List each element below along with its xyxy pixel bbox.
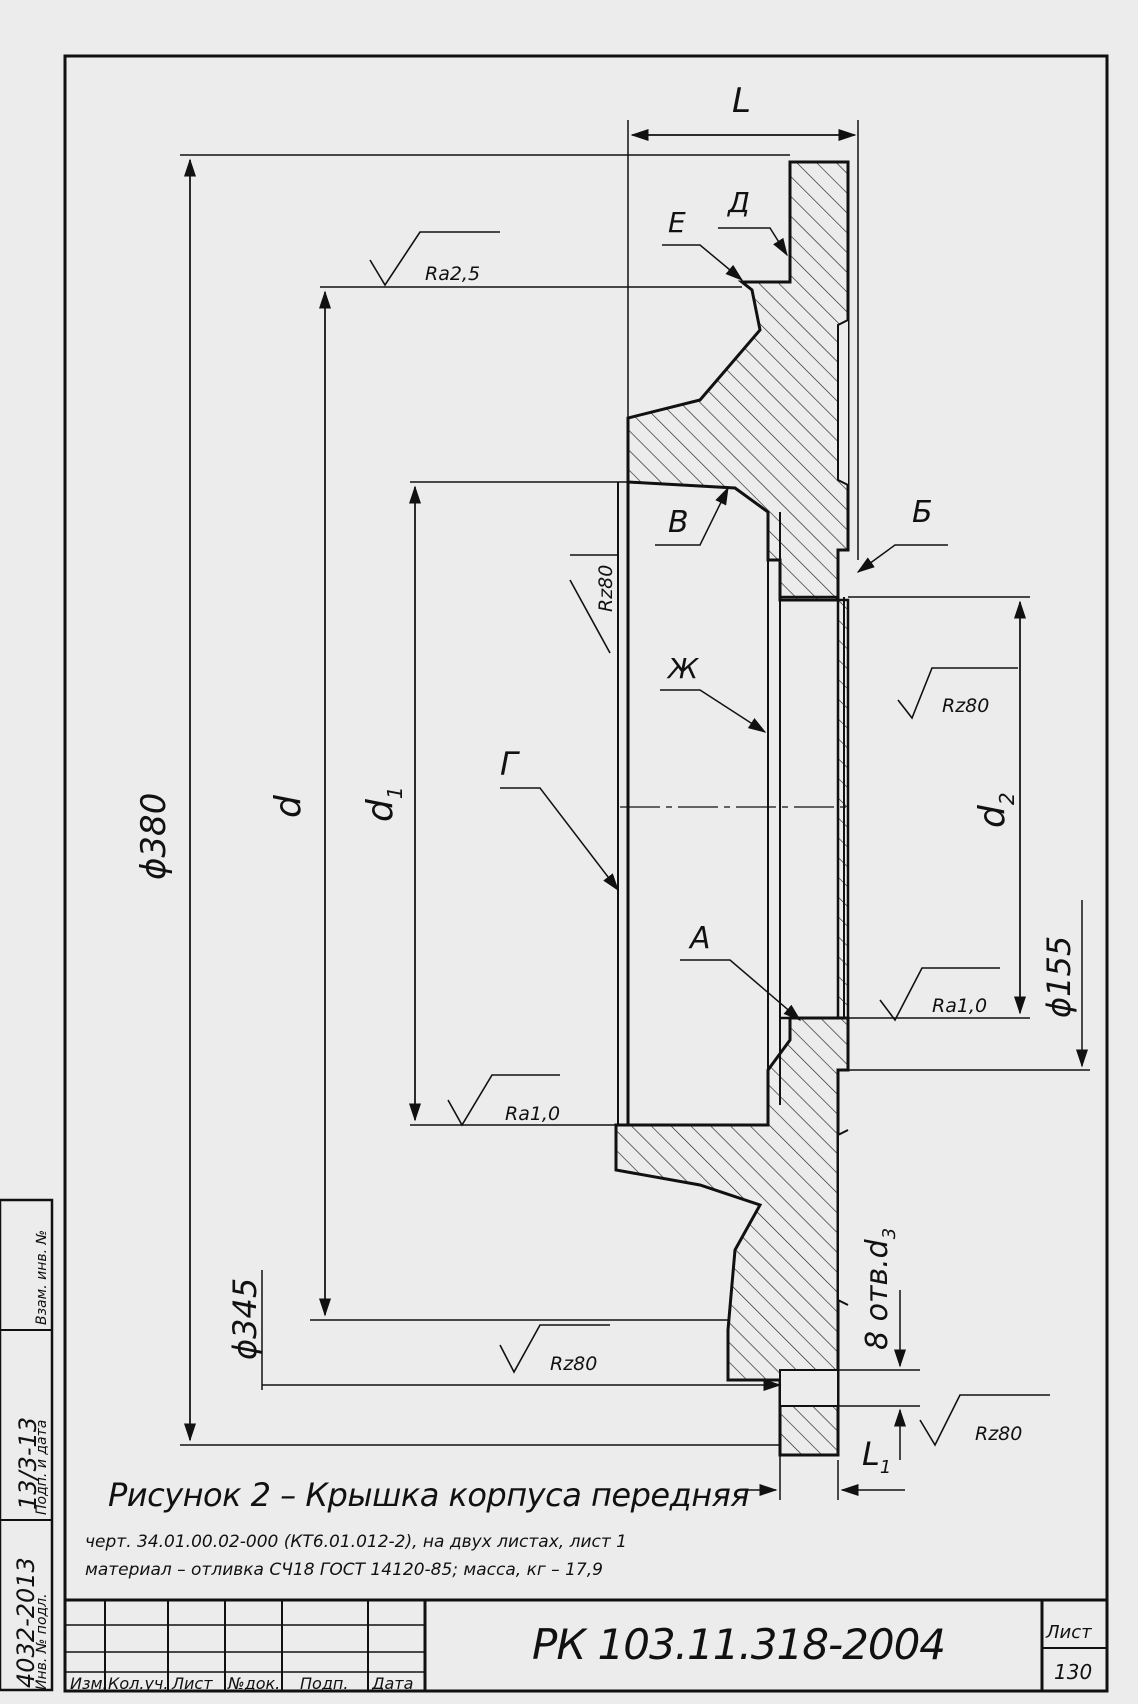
label-Zh: Ж xyxy=(666,652,700,685)
roughness-rz80-345: Rz80 xyxy=(550,1353,597,1375)
figure-caption: Рисунок 2 – Крышка корпуса передняя xyxy=(108,1476,750,1514)
document-number: РК 103.11.318-2004 xyxy=(532,1620,946,1669)
dim-holes-d3: 8 отв.d3 xyxy=(860,1228,900,1350)
drawing-frame xyxy=(63,54,1109,1693)
sheet-label: Лист xyxy=(1046,1622,1092,1643)
label-V: В xyxy=(668,505,689,540)
dim-phi155: ϕ155 xyxy=(1040,936,1078,1018)
title-block xyxy=(0,1198,1107,1692)
stamp-field-inv: Инв. № подл. xyxy=(34,1593,50,1690)
dim-d1: d1 xyxy=(360,786,407,822)
dim-d: d xyxy=(268,794,309,818)
dim-d2: d2 xyxy=(972,792,1019,828)
col-izm: Изм. xyxy=(70,1674,108,1693)
label-B: Б xyxy=(912,495,933,530)
dim-phi345: ϕ345 xyxy=(226,1278,264,1360)
roughness-symbols xyxy=(369,231,1050,1447)
col-ndok: №док. xyxy=(228,1674,281,1693)
roughness-ra25: Ra2,5 xyxy=(425,263,480,285)
col-koluch: Кол.уч. xyxy=(108,1674,169,1693)
roughness-rz80-d2: Rz80 xyxy=(942,695,989,717)
stamp-field-replace: Взам. инв. № xyxy=(34,1229,50,1325)
leader-lines xyxy=(500,227,948,1021)
label-G: Г xyxy=(500,745,520,783)
roughness-ra10-a: Ra1,0 xyxy=(932,995,987,1017)
caption-line-1: черт. 34.01.00.02-000 (КТ6.01.012-2), на… xyxy=(85,1532,627,1552)
sheet-number: 130 xyxy=(1054,1660,1093,1684)
col-data: Дата xyxy=(372,1674,414,1693)
roughness-rz80-hole: Rz80 xyxy=(975,1423,1022,1445)
dim-phi380: ϕ380 xyxy=(134,793,174,880)
roughness-rz80-bore: Rz80 xyxy=(595,565,617,612)
label-E: Е xyxy=(668,206,686,239)
part-section xyxy=(614,160,850,1457)
dim-L1: L1 xyxy=(862,1435,891,1478)
roughness-ra10-d1: Ra1,0 xyxy=(505,1103,560,1125)
caption-line-2: материал – отливка СЧ18 ГОСТ 14120-85; м… xyxy=(85,1560,603,1580)
label-L: L xyxy=(732,81,751,121)
col-podp: Подп. xyxy=(300,1674,349,1693)
label-A: А xyxy=(688,921,711,956)
dimension-lines xyxy=(180,120,1090,1500)
col-list: Лист xyxy=(172,1674,213,1693)
stamp-field-sign: Подп. и дата xyxy=(34,1419,50,1515)
label-D: Д xyxy=(726,186,750,219)
